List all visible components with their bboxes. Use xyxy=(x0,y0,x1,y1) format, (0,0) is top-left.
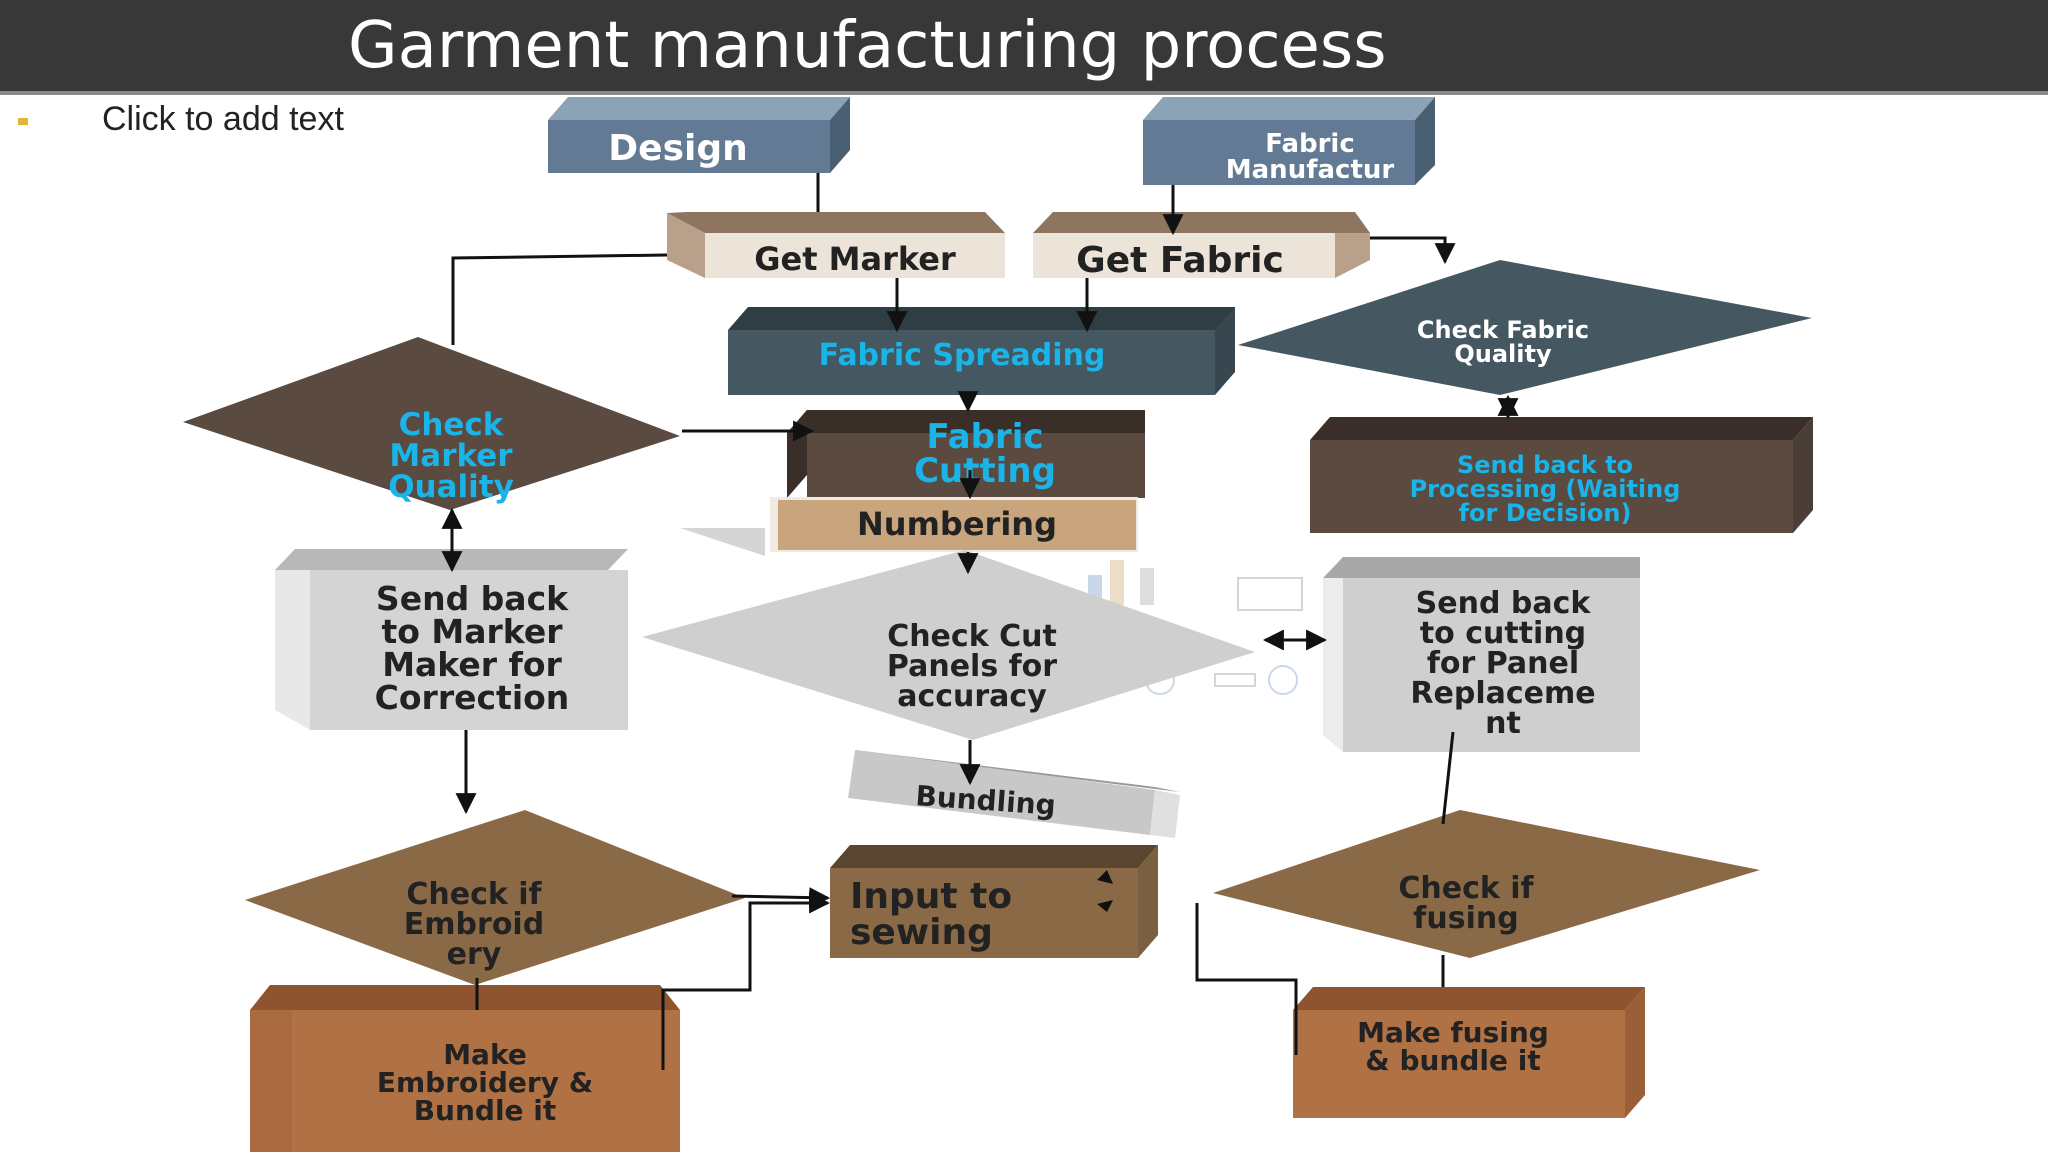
label-line: Bundle it xyxy=(414,1094,557,1127)
connectors xyxy=(441,173,1519,1070)
make-fusing-label: Make fusing& bundle it xyxy=(1357,1016,1549,1077)
label-line: Manufactur xyxy=(1226,155,1395,185)
label-line: Check xyxy=(399,407,505,443)
get-fabric-box[interactable]: Get Fabric xyxy=(1033,212,1370,281)
label-line: Maker for xyxy=(382,645,562,684)
bullet-icon xyxy=(18,118,28,125)
label-line: Fabric xyxy=(926,417,1043,457)
fabric-spreading-box[interactable]: Fabric Spreading xyxy=(728,307,1235,395)
label-line: Quality xyxy=(388,469,514,505)
label-line: Check if xyxy=(406,877,542,912)
get-marker-box[interactable]: Get Marker xyxy=(667,212,1005,278)
label-line: Make fusing xyxy=(1357,1016,1549,1049)
label-line: for Panel xyxy=(1427,646,1579,681)
label-line: for Decision) xyxy=(1459,499,1632,527)
make-fusing-box[interactable]: Make fusing& bundle it xyxy=(1293,987,1645,1118)
label-line: Input to xyxy=(850,876,1012,917)
label-line: fusing xyxy=(1413,901,1518,936)
small-arrowheads xyxy=(1097,870,1113,912)
label-line: Get Marker xyxy=(754,240,956,278)
get-fabric-label: Get Fabric xyxy=(1076,240,1284,281)
label-line: Correction xyxy=(375,678,570,717)
label-line: Check if xyxy=(1398,871,1534,906)
label-line: Fabric Spreading xyxy=(819,338,1106,373)
label-line: Replaceme xyxy=(1410,676,1595,711)
label-line: Fabric xyxy=(1265,129,1355,159)
label-line: Quality xyxy=(1454,340,1552,368)
label-line: Check Cut xyxy=(887,619,1057,654)
label-line: to cutting xyxy=(1420,616,1586,651)
label-line: Embroid xyxy=(404,907,544,942)
label-line: sewing xyxy=(850,912,993,953)
design-label: Design xyxy=(608,128,747,169)
label-line: Check Fabric xyxy=(1417,316,1589,344)
label-line: Cutting xyxy=(914,451,1056,491)
label-line: Design xyxy=(608,128,747,169)
label-line: Send back xyxy=(376,579,569,618)
label-line: Embroidery & xyxy=(377,1066,593,1099)
fabric-spreading-label: Fabric Spreading xyxy=(819,338,1106,373)
numbering-label: Numbering xyxy=(857,505,1057,543)
label-line: Panels for xyxy=(887,649,1057,684)
label-line: Send back to xyxy=(1457,451,1633,479)
bundling-box[interactable]: Bundling xyxy=(848,750,1180,838)
label-line: Make xyxy=(443,1038,527,1071)
label-line: Get Fabric xyxy=(1076,240,1284,281)
label-line: Marker xyxy=(389,438,513,474)
numbering-box[interactable]: Numbering xyxy=(770,497,1138,552)
get-marker-label: Get Marker xyxy=(754,240,956,278)
label-line: & bundle it xyxy=(1365,1044,1540,1077)
label-line: Numbering xyxy=(857,505,1057,543)
slide-title[interactable]: Garment manufacturing process xyxy=(348,9,1387,83)
title-bar: Garment manufacturing process xyxy=(0,0,2048,95)
label-line: nt xyxy=(1485,706,1521,741)
content-placeholder[interactable]: Click to add text xyxy=(102,100,344,138)
label-line: Processing (Waiting xyxy=(1410,475,1681,503)
label-line: to Marker xyxy=(381,612,563,651)
label-line: Send back xyxy=(1416,586,1592,621)
label-line: ery xyxy=(447,937,502,972)
label-line: accuracy xyxy=(897,679,1047,714)
design-box[interactable]: Design xyxy=(548,97,850,173)
